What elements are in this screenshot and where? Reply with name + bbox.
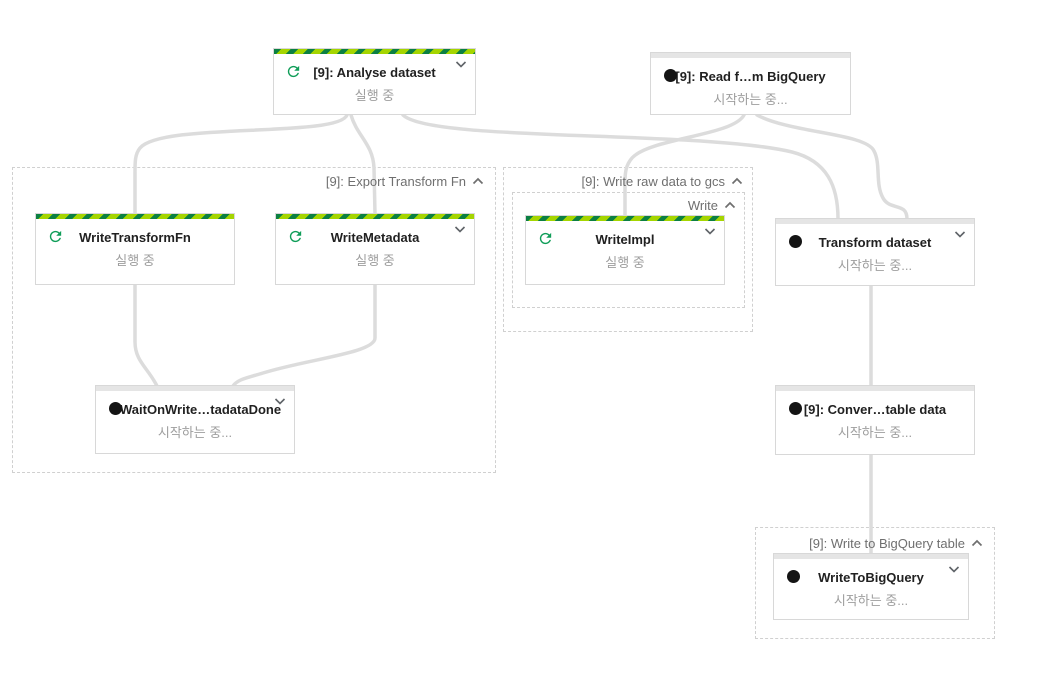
- node-write-metadata[interactable]: WriteMetadata 실행 중: [275, 213, 475, 285]
- group-label-text: [9]: Export Transform Fn: [325, 174, 466, 189]
- group-label-text: Write: [687, 198, 718, 213]
- edge-write-transform-fn-to-wait-on-write-metadata-done: [133, 283, 159, 388]
- node-title: WaitOnWrite…tadataDone: [120, 402, 282, 417]
- edge-write-metadata-to-wait-on-write-metadata-done: [231, 283, 377, 388]
- node-status: 실행 중: [354, 88, 395, 103]
- chevron-down-icon[interactable]: [704, 227, 716, 236]
- running-icon: [47, 228, 64, 245]
- starting-progress-bar: [774, 554, 968, 559]
- node-write-to-bigquery[interactable]: WriteToBigQuery 시작하는 중...: [773, 553, 969, 620]
- node-title: [9]: Analyse dataset: [313, 65, 436, 80]
- chevron-down-icon[interactable]: [948, 565, 960, 574]
- starting-progress-bar: [651, 53, 850, 58]
- node-status: 실행 중: [605, 255, 645, 270]
- group-box: [755, 527, 995, 639]
- node-convert-to-table-data[interactable]: [9]: Conver…table data 시작하는 중...: [775, 385, 975, 455]
- node-status: 시작하는 중...: [837, 425, 913, 440]
- node-status: 시작하는 중...: [157, 425, 233, 440]
- edge-read-from-bigquery-to-write-impl: [623, 113, 746, 218]
- starting-icon: [109, 402, 122, 415]
- running-progress-bar: [276, 214, 474, 219]
- node-status: 시작하는 중...: [833, 593, 909, 608]
- node-transform-dataset[interactable]: Transform dataset 시작하는 중...: [775, 218, 975, 286]
- node-title: [9]: Read f…m BigQuery: [675, 69, 826, 84]
- running-icon: [287, 228, 304, 245]
- starting-icon: [789, 235, 802, 248]
- group-label-text: [9]: Write to BigQuery table: [809, 536, 965, 551]
- node-title: WriteTransformFn: [79, 230, 191, 245]
- node-wait-on-write-metadata-done[interactable]: WaitOnWrite…tadataDone 시작하는 중...: [95, 385, 295, 454]
- starting-progress-bar: [96, 386, 294, 391]
- node-title: WriteImpl: [595, 232, 655, 247]
- node-title: [9]: Conver…table data: [803, 402, 947, 417]
- node-title: Transform dataset: [818, 235, 932, 250]
- node-status: 시작하는 중...: [837, 258, 913, 273]
- chevron-up-icon[interactable]: [971, 539, 983, 548]
- starting-progress-bar: [776, 219, 974, 224]
- running-progress-bar: [36, 214, 234, 219]
- starting-icon: [789, 402, 802, 415]
- running-icon: [285, 63, 302, 80]
- chevron-up-icon[interactable]: [724, 201, 736, 210]
- running-icon: [537, 230, 554, 247]
- starting-icon: [787, 570, 800, 583]
- group-label[interactable]: [9]: Write to BigQuery table: [755, 536, 995, 551]
- edge-analyse-dataset-to-write-metadata: [349, 113, 377, 216]
- running-progress-bar: [526, 216, 724, 221]
- chevron-down-icon[interactable]: [455, 60, 467, 69]
- starting-progress-bar: [776, 386, 974, 391]
- node-status: 시작하는 중...: [713, 92, 788, 107]
- group-box: [512, 192, 745, 308]
- starting-icon: [664, 69, 677, 82]
- group-label[interactable]: Write: [512, 198, 745, 213]
- node-title: WriteToBigQuery: [818, 570, 924, 585]
- group-label[interactable]: [9]: Export Transform Fn: [12, 174, 496, 189]
- node-write-impl[interactable]: WriteImpl 실행 중: [525, 215, 725, 285]
- chevron-down-icon[interactable]: [954, 230, 966, 239]
- chevron-down-icon[interactable]: [454, 225, 466, 234]
- node-status: 실행 중: [355, 253, 395, 268]
- edge-analyse-dataset-to-transform-dataset: [401, 113, 840, 221]
- chevron-up-icon[interactable]: [472, 177, 484, 186]
- edge-analyse-dataset-to-write-transform-fn: [133, 113, 349, 216]
- chevron-up-icon[interactable]: [731, 177, 743, 186]
- node-status: 실행 중: [115, 253, 155, 268]
- group-label[interactable]: [9]: Write raw data to gcs: [503, 174, 753, 189]
- edge-read-from-bigquery-to-transform-dataset: [755, 113, 909, 221]
- node-write-transform-fn[interactable]: WriteTransformFn 실행 중: [35, 213, 235, 285]
- group-label-text: [9]: Write raw data to gcs: [581, 174, 725, 189]
- node-analyse-dataset[interactable]: [9]: Analyse dataset 실행 중: [273, 48, 476, 115]
- chevron-down-icon[interactable]: [274, 397, 286, 406]
- node-title: WriteMetadata: [330, 230, 420, 245]
- group-box: [12, 167, 496, 473]
- running-progress-bar: [274, 49, 475, 54]
- node-read-from-bigquery[interactable]: [9]: Read f…m BigQuery 시작하는 중...: [650, 52, 851, 115]
